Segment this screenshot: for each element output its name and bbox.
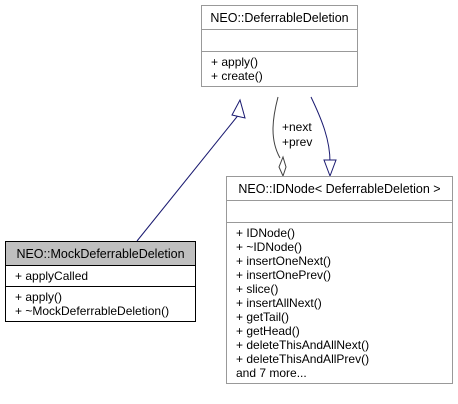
attribute: + applyCalled	[15, 269, 89, 283]
edge-label-prev: +prev	[282, 135, 312, 149]
method: + deleteThisAndAllNext()	[236, 338, 370, 352]
idnode-inheritance-edge	[310, 96, 331, 163]
method: + create()	[211, 69, 263, 83]
class-box-deferrable-deletion[interactable]: NEO::DeferrableDeletion + apply() + crea…	[201, 5, 358, 87]
methods-section: + apply() + create()	[202, 51, 357, 86]
next-prev-aggregation-edge	[272, 96, 281, 159]
method: + IDNode()	[236, 226, 296, 240]
more-methods-link: and 7 more...	[236, 366, 307, 380]
method: + getHead()	[236, 324, 300, 338]
method: + insertOnePrev()	[236, 268, 332, 282]
edge-label-next: +next	[282, 120, 312, 134]
aggregation-diamond	[278, 155, 287, 178]
method: + deleteThisAndAllPrev()	[236, 352, 370, 366]
methods-section: + IDNode() + ~IDNode() + insertOneNext()…	[227, 222, 452, 383]
method: + insertOneNext()	[236, 254, 332, 268]
method: + slice()	[236, 282, 279, 296]
class-name: NEO::MockDeferrableDeletion	[6, 242, 195, 265]
class-box-mock-deferrable-deletion[interactable]: NEO::MockDeferrableDeletion + applyCalle…	[5, 241, 196, 322]
method: + ~IDNode()	[236, 240, 303, 254]
method: + apply()	[211, 55, 259, 69]
method: + apply()	[15, 290, 63, 304]
mock-inheritance-arrowhead	[231, 98, 246, 119]
method: + getTail()	[236, 310, 290, 324]
attributes-section	[202, 29, 357, 51]
method: + insertAllNext()	[236, 296, 322, 310]
mock-inheritance-edge	[136, 112, 241, 242]
method: + ~MockDeferrableDeletion()	[15, 304, 170, 318]
methods-section: + apply() + ~MockDeferrableDeletion()	[6, 286, 195, 321]
attributes-section: + applyCalled	[6, 265, 195, 286]
attributes-section	[227, 200, 452, 222]
class-box-idnode[interactable]: NEO::IDNode< DeferrableDeletion > + IDNo…	[226, 176, 453, 384]
class-name: NEO::IDNode< DeferrableDeletion >	[238, 182, 441, 196]
idnode-inheritance-arrowhead	[323, 159, 337, 178]
class-name: NEO::DeferrableDeletion	[210, 11, 349, 25]
